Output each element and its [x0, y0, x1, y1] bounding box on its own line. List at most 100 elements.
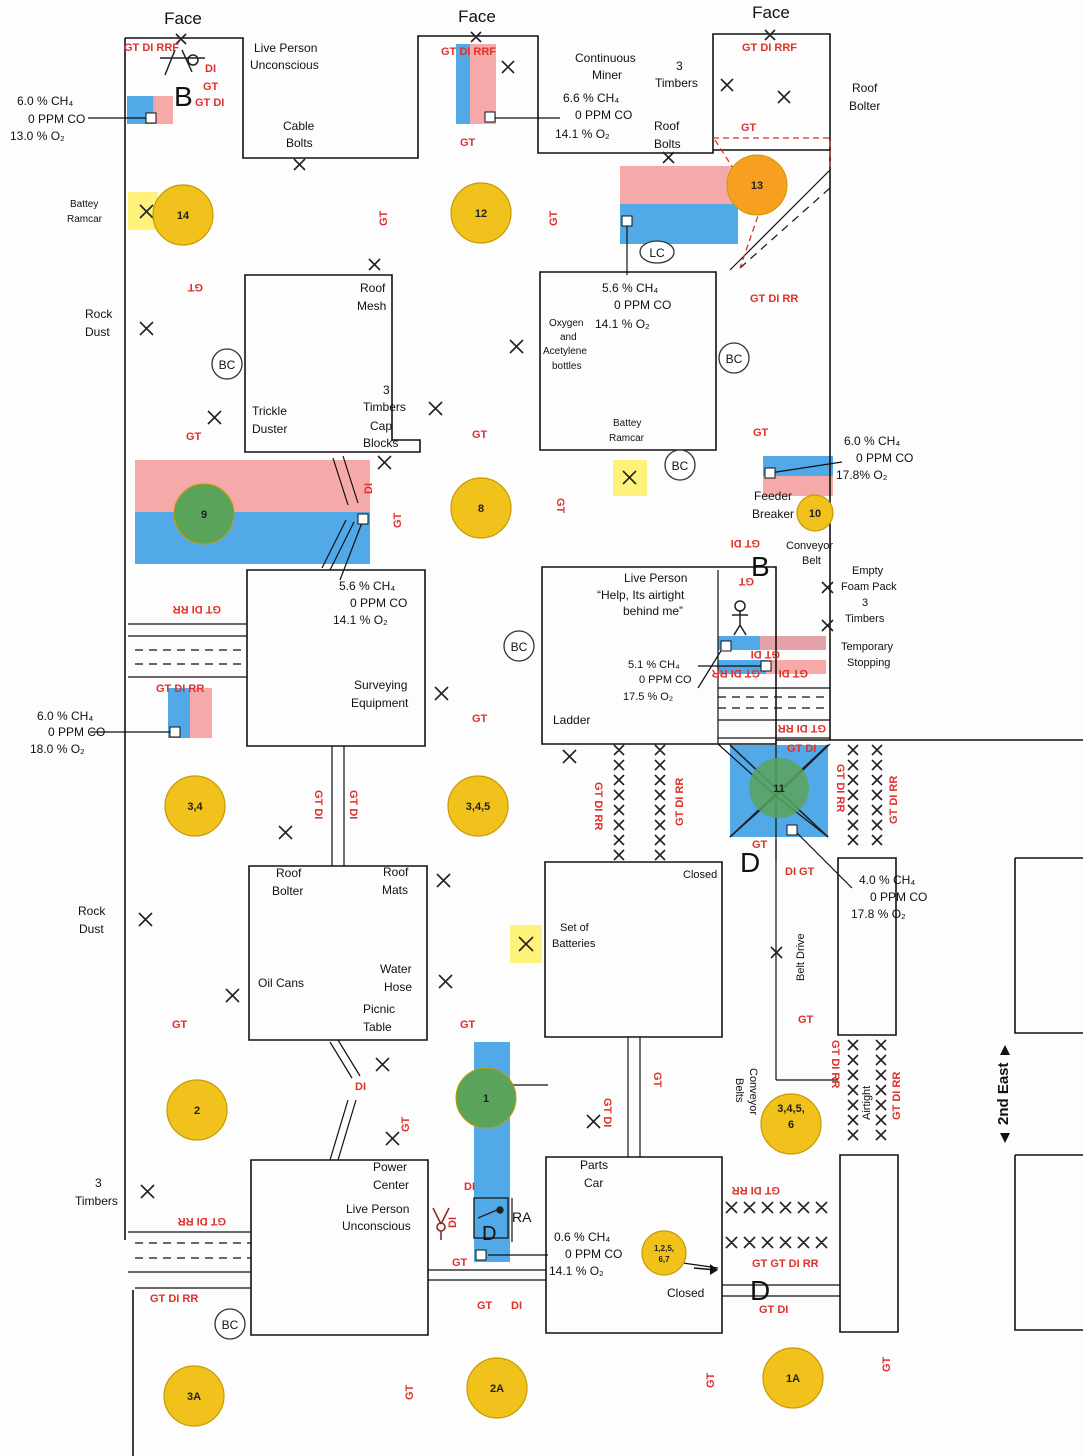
svg-text:DI GT: DI GT — [785, 866, 815, 878]
pink-fill — [760, 636, 826, 650]
person-icon — [732, 600, 748, 636]
svg-text:GT GT DI RR: GT GT DI RR — [752, 1258, 819, 1270]
svg-text:GT: GT — [554, 498, 566, 514]
crosscut-3a-label: 3A — [187, 1391, 201, 1403]
svg-text:GT: GT — [881, 1356, 893, 1372]
person-icon — [432, 1207, 450, 1240]
crosscut-3-4-label: 3,4 — [187, 801, 203, 813]
crosscut-3-4 — [164, 775, 226, 837]
svg-text:GT DI: GT DI — [779, 667, 808, 679]
walls — [124, 33, 1083, 1456]
svg-text:DI: DI — [511, 1300, 522, 1312]
crosscut-13 — [726, 154, 788, 216]
svg-text:GT: GT — [404, 1384, 416, 1400]
crosscut-8 — [450, 477, 512, 539]
crosscut-10 — [796, 494, 834, 532]
svg-text:GT: GT — [741, 122, 757, 134]
svg-text:GT DI RR: GT DI RR — [888, 776, 900, 824]
oil-cans-label: Oil Cans — [258, 976, 304, 990]
crosscut-8-label: 8 — [478, 503, 484, 515]
svg-text:GT DI RR: GT DI RR — [674, 778, 686, 826]
pink-fill — [766, 660, 826, 674]
gas-monitor-icon — [484, 111, 496, 123]
person-icons — [160, 49, 748, 1275]
person-icon — [160, 49, 205, 76]
crosscut-2-label: 2 — [194, 1105, 200, 1117]
svg-text:GT: GT — [753, 427, 769, 439]
svg-text:GT: GT — [460, 1019, 476, 1031]
pink-fill — [135, 460, 370, 512]
crosscut-13-label: 13 — [751, 180, 763, 192]
crosscut-10-label: 10 — [809, 508, 821, 520]
svg-text:DI: DI — [355, 1081, 366, 1093]
svg-text:GT: GT — [548, 210, 560, 226]
svg-text:GT DI RRF: GT DI RRF — [441, 46, 496, 58]
svg-text:DI: DI — [447, 1217, 459, 1228]
svg-text:DI: DI — [205, 63, 216, 75]
crosscut-14-label: 14 — [177, 210, 190, 222]
svg-text:GT: GT — [651, 1072, 663, 1088]
face-label-1: Face — [164, 9, 202, 28]
svg-text:GT DI: GT DI — [347, 790, 359, 819]
svg-text:GT: GT — [705, 1372, 717, 1388]
bc-label: BC — [219, 358, 236, 372]
svg-text:GT: GT — [172, 1019, 188, 1031]
crosscut-1-2-5-6-7 — [641, 1230, 687, 1276]
svg-text:1,2,5,: 1,2,5, — [654, 1244, 674, 1253]
svg-text:GT: GT — [400, 1116, 412, 1132]
gas-monitor-icon — [475, 1249, 487, 1261]
gas-monitor-icon — [720, 640, 732, 652]
ladder-label: Ladder — [553, 713, 590, 727]
gas-monitor-icon — [145, 112, 157, 124]
svg-text:GT: GT — [187, 281, 203, 293]
crosscut-12-label: 12 — [475, 208, 487, 220]
svg-text:GT DI RR: GT DI RR — [732, 1184, 780, 1196]
svg-text:GT DI RR: GT DI RR — [750, 293, 798, 305]
bc-label: BC — [726, 352, 743, 366]
svg-text:GT: GT — [738, 575, 754, 587]
svg-text:GT DI RR: GT DI RR — [150, 1293, 198, 1305]
crosscut-3a — [163, 1365, 225, 1427]
face-labels: Face Face Face — [164, 3, 790, 28]
second-east-label: 2nd East — [995, 1062, 1012, 1125]
crosscut-2a-label: 2A — [490, 1383, 504, 1395]
letter-b: B — [174, 81, 193, 112]
gas-monitor-icon — [760, 660, 772, 672]
svg-text:GT DI: GT DI — [787, 743, 816, 755]
letter-d: D — [482, 1223, 496, 1245]
face-label-2: Face — [458, 7, 496, 26]
x-row-marks — [613, 744, 887, 1249]
svg-text:ConveyorBelts: ConveyorBelts — [733, 1068, 759, 1115]
belt-drive-label: Belt Drive — [795, 933, 807, 981]
svg-text:GT DI RR: GT DI RR — [891, 1072, 903, 1120]
closed-label: Closed — [683, 869, 717, 881]
letter-d: D — [740, 847, 760, 878]
svg-text:GT DI RR: GT DI RR — [173, 603, 221, 615]
svg-text:GT: GT — [378, 210, 390, 226]
svg-text:GT: GT — [477, 1300, 493, 1312]
crosscut-11-label: 11 — [773, 783, 785, 795]
crosscut-14 — [152, 184, 214, 246]
svg-text:ConveyorBelt: ConveyorBelt — [786, 540, 833, 567]
svg-text:GT DI: GT DI — [195, 97, 224, 109]
pink-fill — [470, 44, 496, 124]
